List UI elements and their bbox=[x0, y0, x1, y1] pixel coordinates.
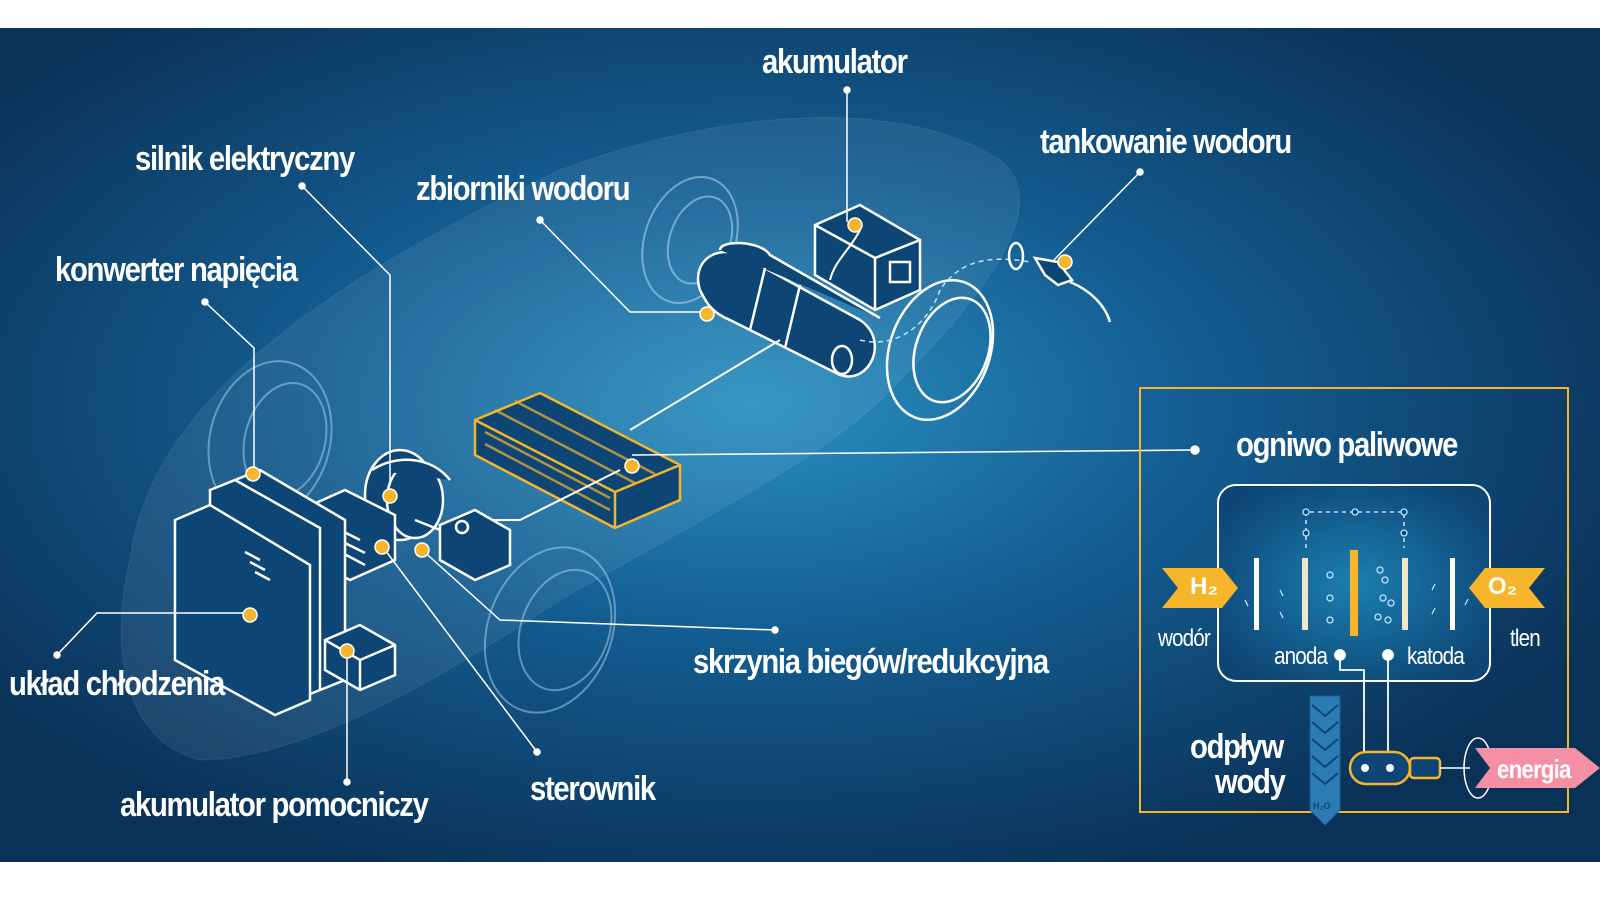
label-odplyw: odpływ bbox=[1190, 728, 1284, 766]
cooling-radiator bbox=[173, 503, 312, 717]
diagram-panel bbox=[0, 28, 1600, 862]
water-outlet bbox=[1309, 695, 1341, 826]
energy-arrow bbox=[1475, 748, 1600, 788]
arc-nodes bbox=[1302, 508, 1408, 537]
hydrogen-tanks bbox=[696, 241, 881, 378]
label-akumulator: akumulator bbox=[762, 43, 908, 81]
label-tlen: tlen bbox=[1510, 625, 1541, 652]
label-sterownik: sterownik bbox=[530, 770, 656, 808]
label-h2o: H₂O bbox=[1313, 801, 1331, 811]
h2-arrow bbox=[1162, 568, 1238, 608]
o2-arrow bbox=[1469, 568, 1545, 608]
leader-lines bbox=[56, 90, 1196, 782]
callout-dots bbox=[53, 86, 1200, 786]
label-uklad-chlodzenia: układ chłodzenia bbox=[9, 665, 225, 703]
label-wodor: wodór bbox=[1158, 625, 1211, 652]
label-zbiorniki-wodoru: zbiorniki wodoru bbox=[416, 170, 631, 208]
water-chevrons bbox=[1311, 704, 1339, 786]
label-wody: wody bbox=[1215, 763, 1286, 801]
auxiliary-battery bbox=[323, 623, 397, 692]
wheel-front-right bbox=[483, 546, 617, 714]
battery-component bbox=[813, 203, 922, 312]
label-h2: H₂ bbox=[1190, 573, 1218, 600]
label-katoda: katoda bbox=[1407, 643, 1465, 670]
label-anoda: anoda bbox=[1274, 643, 1328, 670]
label-ogniwo-paliwowe: ogniwo paliwowe bbox=[1236, 426, 1458, 464]
label-skrzynia-biegow: skrzynia biegów/redukcyjna bbox=[693, 643, 1049, 681]
label-konwerter-napiecia: konwerter napięcia bbox=[55, 251, 298, 289]
connection-lines bbox=[490, 229, 861, 521]
molecule-particles bbox=[1244, 566, 1469, 624]
refuel-nozzle bbox=[1007, 241, 1112, 323]
hydrogen-pipe bbox=[859, 258, 1031, 343]
label-tankowanie-wodoru: tankowanie wodoru bbox=[1040, 123, 1292, 161]
wheel-rear-right bbox=[885, 278, 995, 422]
circuit-wires bbox=[1334, 649, 1394, 760]
label-o2: O₂ bbox=[1488, 573, 1518, 600]
fuel-cell-inset-frame bbox=[1139, 387, 1569, 813]
connector-pin-left bbox=[1361, 764, 1369, 772]
gearbox bbox=[414, 508, 512, 582]
electrode-plates bbox=[1254, 550, 1455, 636]
label-energia: energia bbox=[1497, 754, 1571, 784]
label-akumulator-pomocniczy: akumulator pomocniczy bbox=[120, 786, 429, 824]
connector-pin-right bbox=[1386, 764, 1394, 772]
label-silnik-elektryczny: silnik elektryczny bbox=[135, 140, 355, 178]
